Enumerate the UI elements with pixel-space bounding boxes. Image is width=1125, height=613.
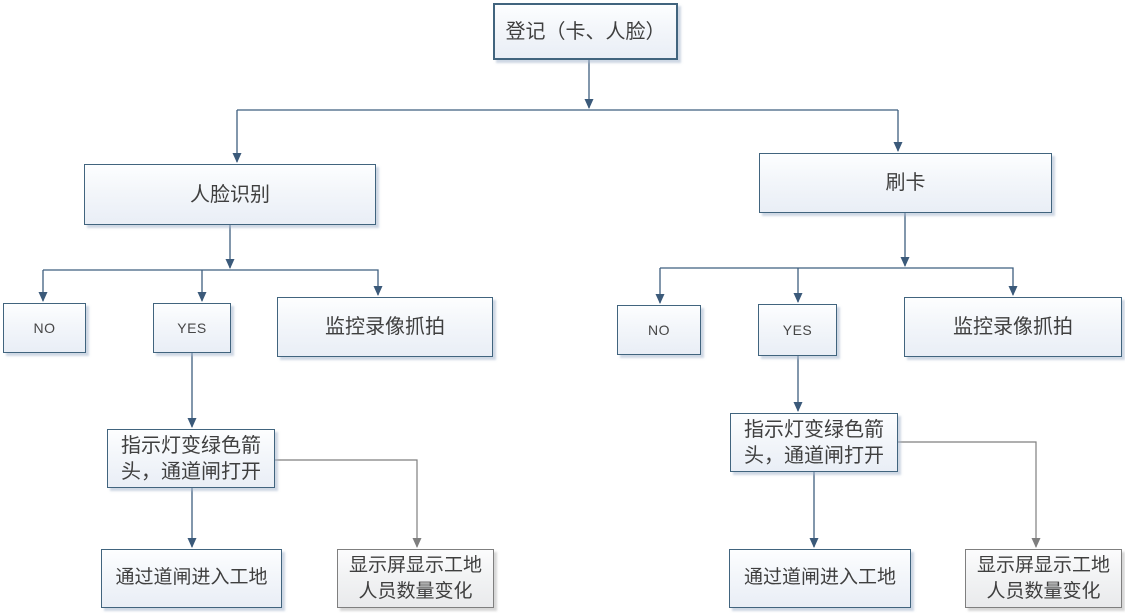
node-card-no: NO bbox=[617, 305, 701, 355]
node-face-recognition-label: 人脸识别 bbox=[190, 183, 270, 206]
node-card-display-count: 显示屏显示工地人员数量变化 bbox=[965, 549, 1122, 608]
node-card-display-count-label: 显示屏显示工地人员数量变化 bbox=[976, 554, 1110, 602]
node-face-recognition: 人脸识别 bbox=[84, 164, 376, 225]
node-face-yes: YES bbox=[153, 303, 231, 353]
node-face-no-label: NO bbox=[33, 319, 56, 336]
node-card-gate-light-label: 指示灯变绿色箭头，通道闸打开 bbox=[744, 418, 884, 467]
node-face-gate-light: 指示灯变绿色箭头，通道闸打开 bbox=[107, 429, 275, 488]
connector-light-display-left bbox=[275, 459, 422, 548]
node-card-yes: YES bbox=[758, 304, 837, 356]
connector-light-display-right bbox=[898, 441, 1041, 548]
node-face-capture-label: 监控录像抓拍 bbox=[325, 316, 445, 338]
node-face-gate-light-label: 指示灯变绿色箭头，通道闸打开 bbox=[121, 434, 261, 483]
node-card-gate-light: 指示灯变绿色箭头，通道闸打开 bbox=[730, 413, 898, 472]
node-face-display-count: 显示屏显示工地人员数量变化 bbox=[337, 549, 494, 608]
node-register-label: 登记（卡、人脸） bbox=[505, 20, 666, 43]
node-card-capture: 监控录像抓拍 bbox=[904, 297, 1122, 357]
connector-face-capture bbox=[43, 269, 383, 296]
node-face-enter-site: 通过道闸进入工地 bbox=[101, 549, 282, 608]
node-card-capture-label: 监控录像抓拍 bbox=[953, 316, 1073, 338]
connector-card-capture bbox=[660, 267, 1018, 296]
node-card-enter-site: 通过道闸进入工地 bbox=[729, 549, 911, 608]
node-register: 登记（卡、人脸） bbox=[493, 3, 678, 60]
node-face-capture: 监控录像抓拍 bbox=[277, 297, 493, 357]
node-swipe-card-label: 刷卡 bbox=[885, 172, 926, 194]
node-card-no-label: NO bbox=[648, 321, 670, 338]
node-face-display-count-label: 显示屏显示工地人员数量变化 bbox=[348, 554, 482, 602]
node-swipe-card: 刷卡 bbox=[759, 153, 1052, 213]
node-card-enter-site-label: 通过道闸进入工地 bbox=[743, 567, 896, 589]
node-card-yes-label: YES bbox=[782, 321, 813, 338]
node-face-yes-label: YES bbox=[177, 319, 207, 336]
node-face-enter-site-label: 通过道闸进入工地 bbox=[115, 567, 268, 589]
node-face-no: NO bbox=[3, 303, 86, 353]
